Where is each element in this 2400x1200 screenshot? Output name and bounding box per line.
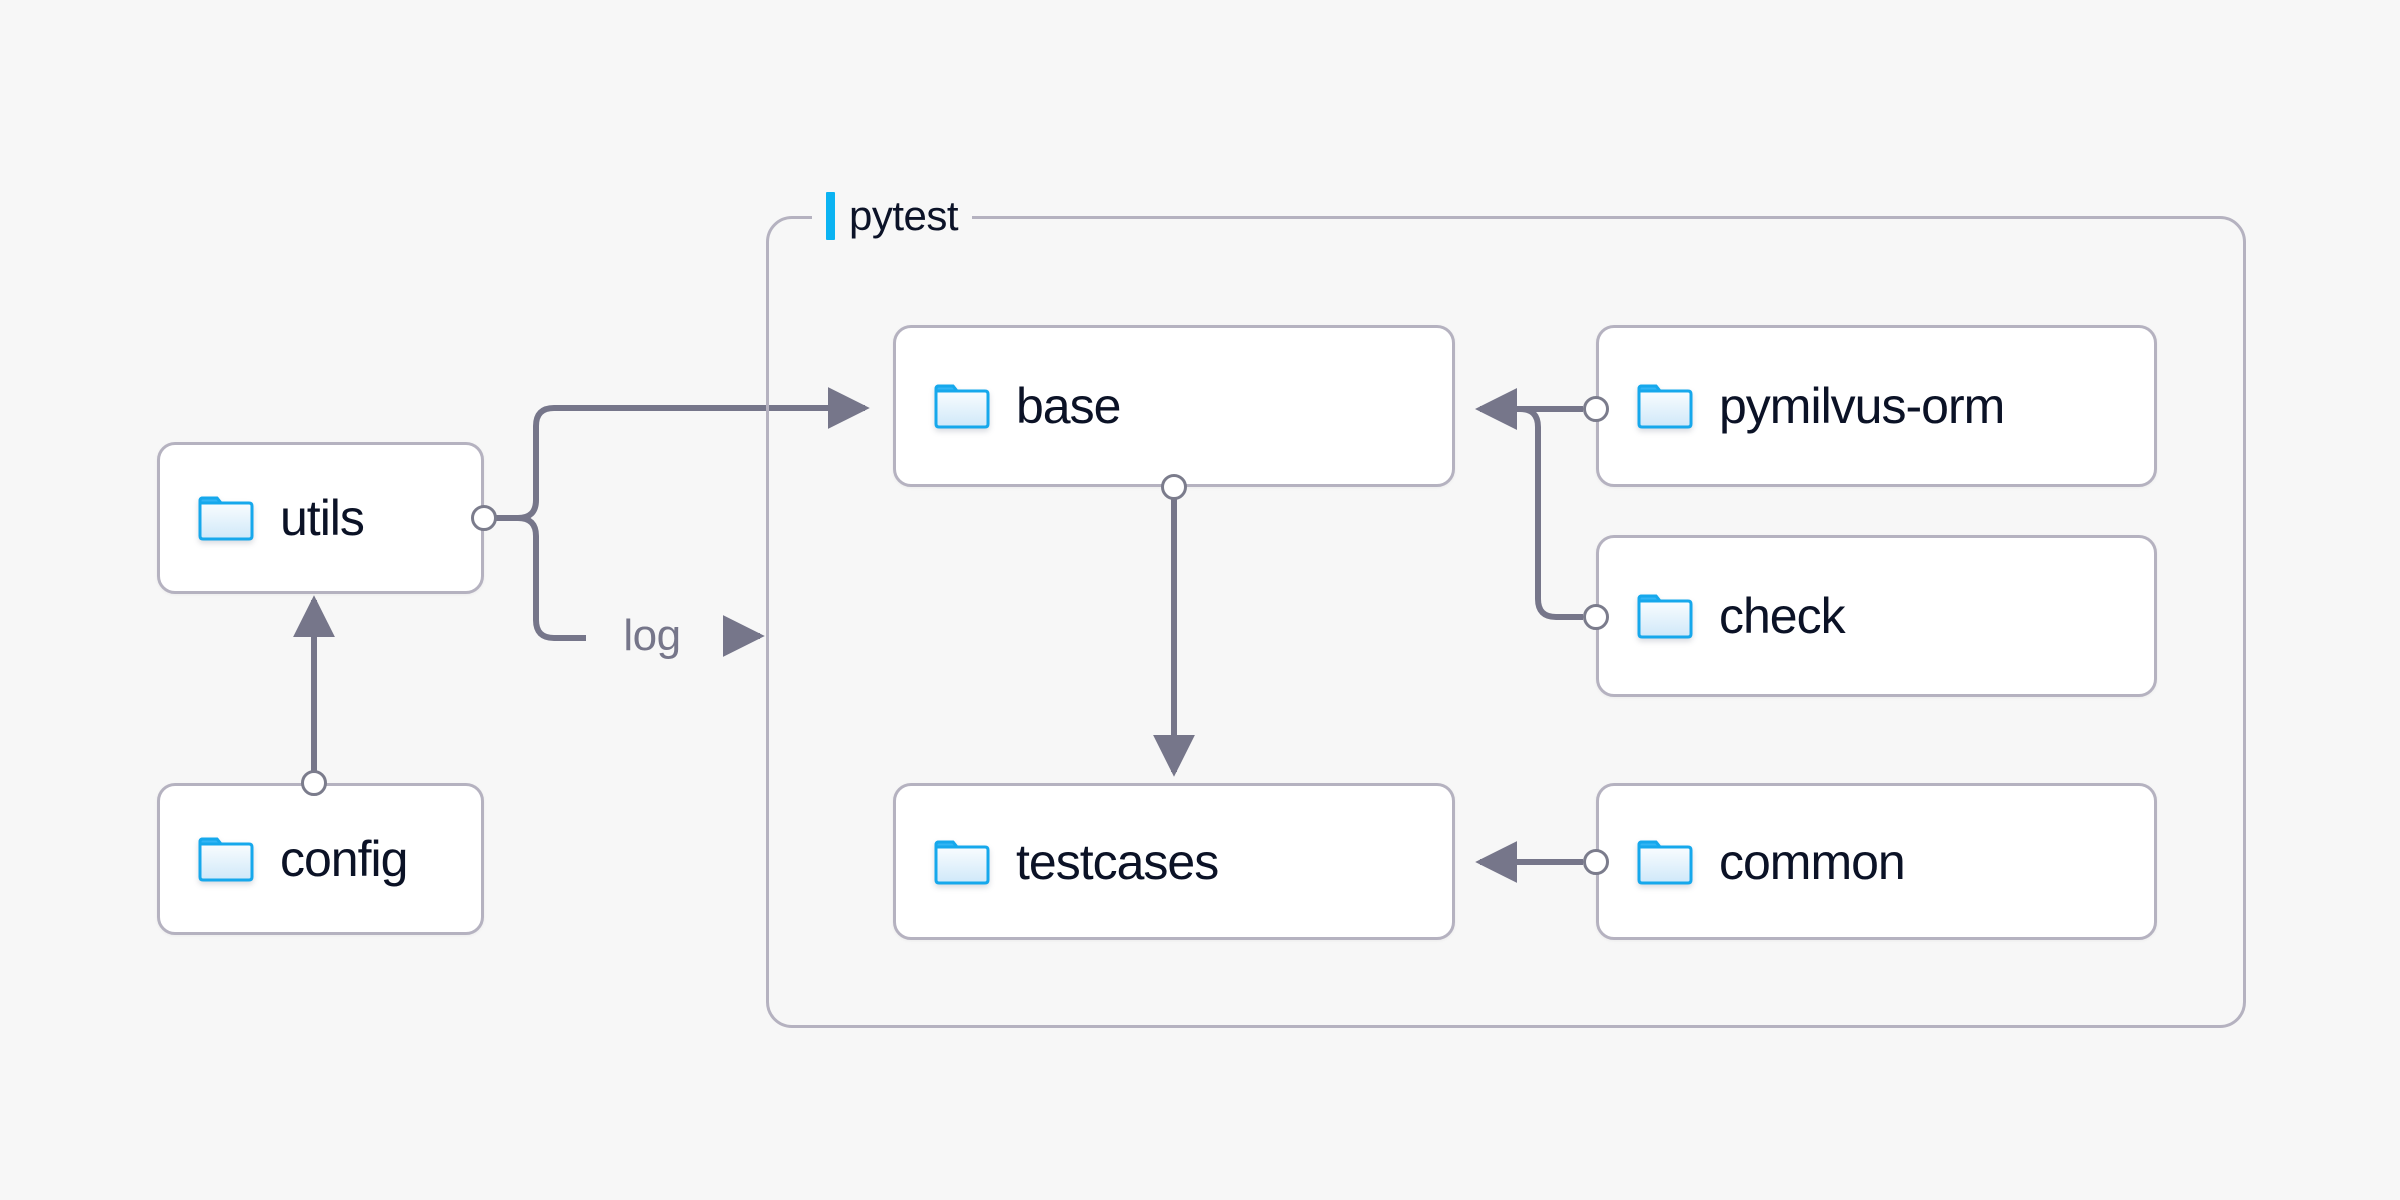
node-utils-label: utils — [280, 490, 365, 546]
node-utils[interactable]: utils — [157, 442, 484, 594]
node-check-label: check — [1719, 588, 1846, 644]
folder-icon — [1637, 384, 1693, 429]
node-testcases-label: testcases — [1016, 833, 1219, 890]
edge-label-log[interactable]: log — [623, 611, 681, 660]
folder-icon — [934, 840, 990, 884]
folder-icon — [1637, 840, 1693, 884]
node-config[interactable]: config — [157, 783, 484, 935]
node-base-content: base — [896, 378, 1121, 434]
group-accent-bar — [826, 192, 835, 240]
handle-utils-right[interactable] — [471, 505, 497, 531]
handle-config-top[interactable] — [301, 770, 327, 796]
node-config-label: config — [280, 831, 408, 887]
node-check-content: check — [1599, 588, 1846, 644]
node-pymilvus-orm-content: pymilvus-orm — [1599, 378, 2005, 434]
folder-icon — [934, 384, 990, 429]
node-testcases[interactable]: testcases — [893, 783, 1455, 940]
edge-utils-log — [484, 515, 586, 641]
node-base[interactable]: base — [893, 325, 1455, 487]
node-utils-content: utils — [160, 490, 365, 546]
node-common-label: common — [1719, 833, 1906, 890]
handle-check-left[interactable] — [1583, 604, 1609, 630]
node-config-content: config — [160, 831, 408, 887]
folder-icon — [1637, 594, 1693, 639]
node-common-content: common — [1599, 833, 1906, 890]
folder-icon — [198, 837, 254, 882]
node-pymilvus-orm[interactable]: pymilvus-orm — [1596, 325, 2157, 487]
folder-icon — [198, 496, 254, 541]
node-pymilvus-orm-label: pymilvus-orm — [1719, 378, 2005, 434]
pytest-group-container[interactable] — [766, 216, 2246, 1028]
node-check[interactable]: check — [1596, 535, 2157, 697]
pytest-group-label[interactable]: pytest — [812, 188, 973, 244]
handle-common-left[interactable] — [1583, 849, 1609, 875]
node-testcases-content: testcases — [896, 833, 1219, 890]
handle-pymilvus-orm-left[interactable] — [1583, 396, 1609, 422]
group-label-text: pytest — [849, 192, 959, 239]
node-base-label: base — [1016, 378, 1121, 434]
node-common[interactable]: common — [1596, 783, 2157, 940]
handle-base-bottom[interactable] — [1161, 474, 1187, 500]
